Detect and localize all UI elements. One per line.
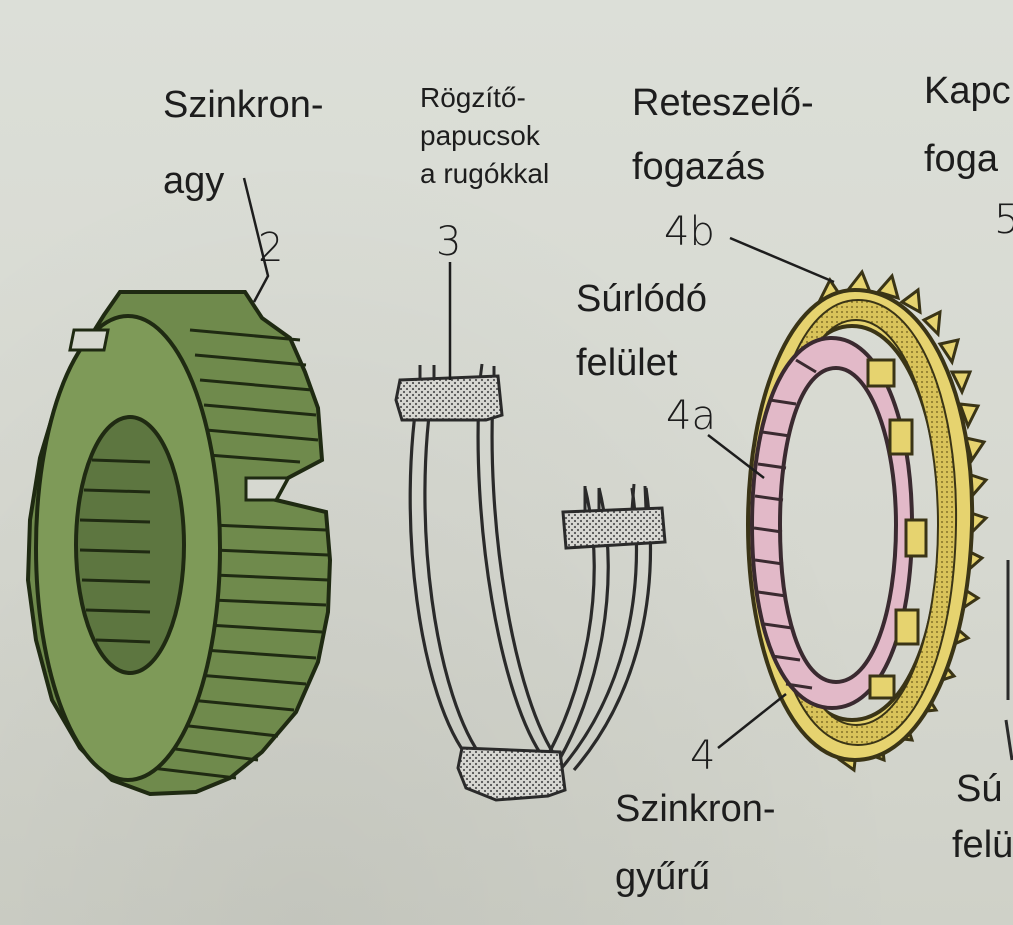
hub-label-line1: Szinkron-: [163, 84, 324, 126]
hub-bore: [74, 415, 186, 675]
shoes-label-line3: a rugókkal: [420, 158, 550, 189]
spring-wires: [408, 379, 652, 772]
shoe-bottom: [456, 746, 567, 802]
cut-number: 5: [994, 197, 1013, 243]
hub-slot: [244, 476, 291, 502]
friction-label-line2: felület: [576, 342, 678, 384]
friction-label-line1: Súrlódó: [576, 278, 707, 320]
hub-splines: [79, 458, 151, 644]
ring-friction-segments: [753, 358, 817, 690]
leader-4b: [729, 236, 835, 284]
synchronizer-hub: [25, 177, 333, 797]
hub-leader-line: [242, 177, 270, 303]
teeth-number: 4b: [664, 209, 715, 255]
friction-number: 4a: [666, 393, 716, 439]
cut-label-bottom2: felü: [952, 824, 1013, 866]
ring-label-line2: gyűrű: [615, 856, 711, 898]
hub-label-line2: agy: [163, 160, 225, 202]
ring-number: 4: [690, 733, 716, 779]
cut-label-top1: Kapc: [924, 70, 1011, 112]
cropped-coupling-part: [1004, 560, 1013, 761]
hub-number: 2: [258, 225, 284, 271]
synchronizer-ring: [707, 236, 989, 773]
ring-friction-surface: [749, 335, 915, 711]
shoe-top: [394, 374, 504, 422]
hub-top-slot: [68, 328, 110, 352]
shoes-number: 3: [436, 219, 462, 265]
ring-inner-lugs: [866, 358, 928, 700]
leader-4a: [707, 434, 765, 479]
shoes-label-line2: papucsok: [420, 120, 540, 151]
ring-label-line1: Szinkron-: [615, 788, 776, 830]
shoe-middle: [561, 506, 667, 550]
teeth-label-line1: Reteszelő-: [632, 82, 814, 124]
retaining-shoes-springs: [394, 262, 667, 802]
teeth-label-line2: fogazás: [632, 146, 766, 188]
cut-label-top2: foga: [924, 138, 998, 180]
shoes-label-line1: Rögzítő-: [420, 82, 526, 113]
leader-4: [717, 693, 787, 749]
cut-label-bottom1: Sú: [956, 768, 1003, 810]
